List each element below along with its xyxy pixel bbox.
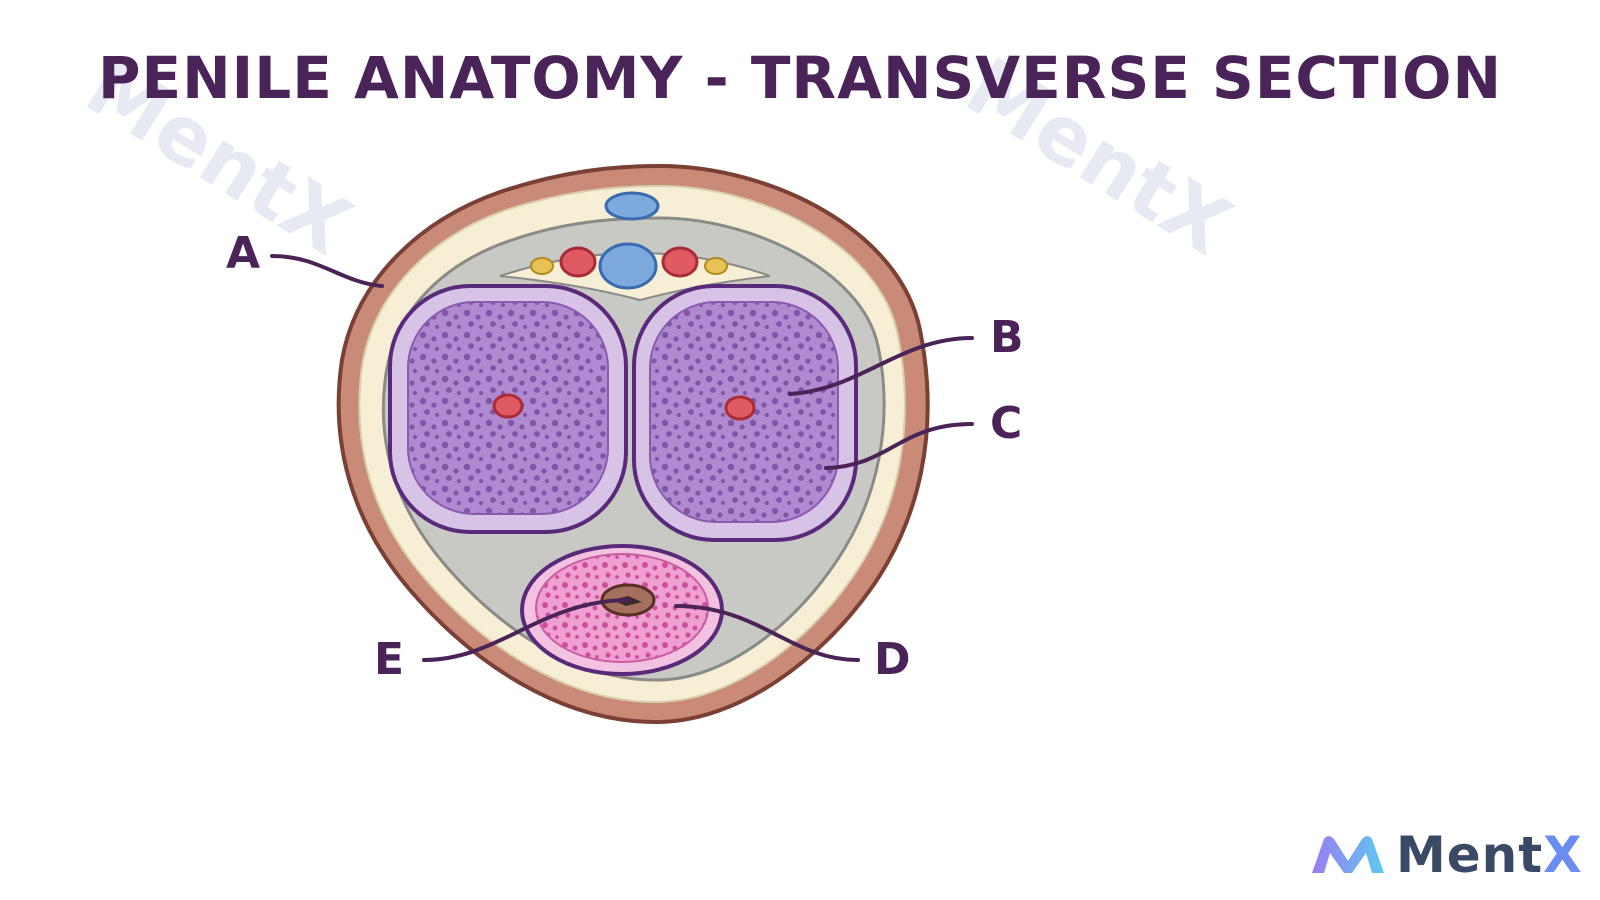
page-title: PENILE ANATOMY - TRANSVERSE SECTION [97, 44, 1502, 112]
brand-name-accent: X [1543, 826, 1583, 884]
leader-line-c [824, 422, 974, 470]
mentx-logo-icon [1312, 836, 1384, 873]
label-d: D [874, 634, 911, 685]
leader-line-e [422, 598, 632, 662]
leader-line-a [270, 254, 384, 288]
deep-dorsal-vein [598, 242, 658, 290]
deep-artery-left [492, 393, 524, 419]
dorsal-nerve-right [704, 257, 728, 275]
brand-name: MentX [1396, 826, 1583, 884]
brand-logo: MentX [1306, 826, 1583, 884]
brand-name-main: Ment [1396, 826, 1544, 884]
leader-line-b [788, 336, 974, 396]
leader-line-d [674, 604, 860, 662]
dorsal-nerve-left [530, 257, 554, 275]
label-e: E [374, 634, 405, 685]
deep-artery-right [724, 395, 756, 421]
label-c: C [990, 398, 1023, 449]
label-a: A [226, 228, 261, 279]
dorsal-artery-left [559, 246, 597, 278]
superficial-dorsal-vein [604, 191, 660, 221]
dorsal-artery-right [661, 246, 699, 278]
label-b: B [990, 312, 1024, 363]
